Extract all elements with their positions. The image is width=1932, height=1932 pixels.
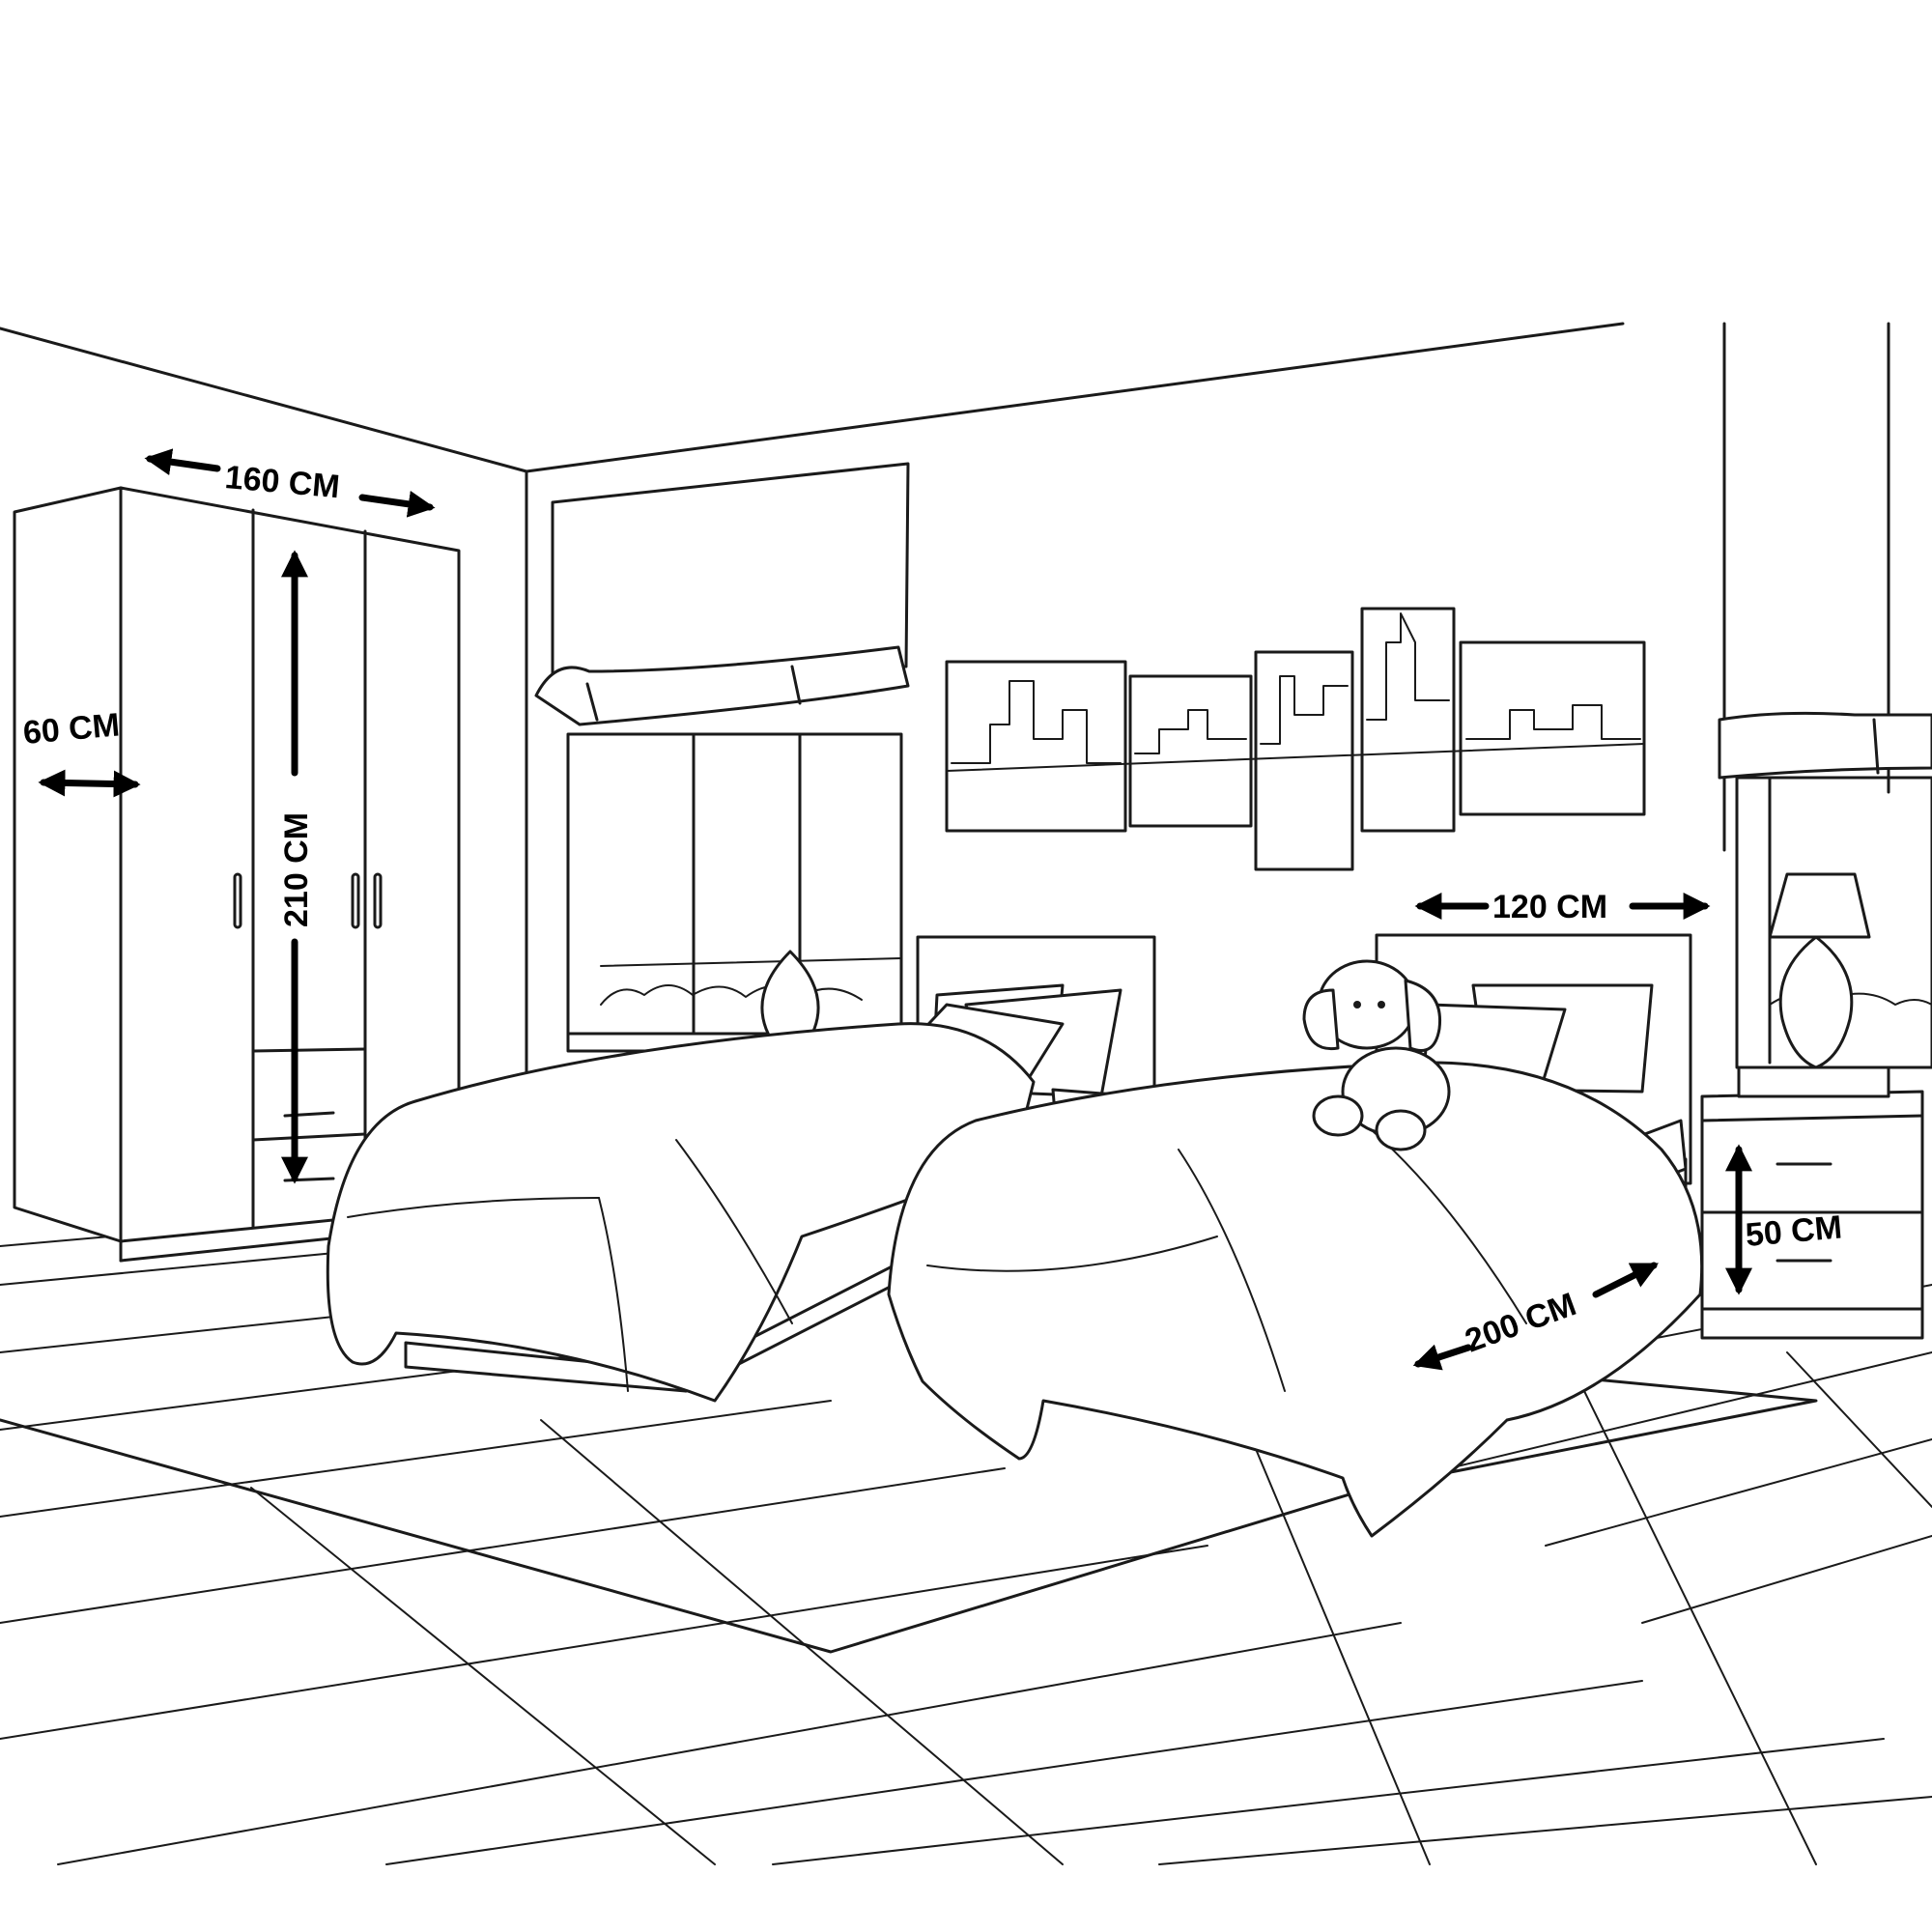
dimension-wardrobe-height: 210 CM bbox=[278, 550, 315, 1184]
rug bbox=[0, 1375, 1818, 1654]
wardrobe-handle-mid bbox=[351, 872, 360, 929]
right-bed bbox=[887, 933, 1704, 1538]
dim-label-bed-width: 120 CM bbox=[1492, 889, 1607, 925]
left-window bbox=[566, 732, 903, 1053]
roman-blind-right bbox=[1718, 711, 1932, 780]
dimension-bed-width: 120 CM bbox=[1414, 889, 1711, 925]
dim-label-wardrobe-depth: 60 CM bbox=[21, 706, 121, 752]
dimension-wardrobe-depth: 60 CM bbox=[21, 706, 141, 798]
landscape-trees bbox=[600, 984, 863, 1006]
right-nightstand bbox=[1700, 1065, 1924, 1340]
plush-toy bbox=[1302, 959, 1451, 1151]
wall-art-panels bbox=[945, 607, 1646, 871]
wardrobe-handle-right bbox=[373, 872, 383, 929]
wardrobe-handle-left bbox=[233, 872, 242, 929]
wood-floor bbox=[0, 1216, 1932, 1865]
dim-label-nightstand-height: 50 CM bbox=[1744, 1208, 1843, 1254]
dim-label-wardrobe-height: 210 CM bbox=[278, 812, 315, 927]
dimension-nightstand-height: 50 CM bbox=[1725, 1144, 1843, 1295]
roman-blind-left bbox=[534, 462, 910, 726]
dim-label-wardrobe-width: 160 CM bbox=[223, 459, 341, 505]
right-lamp bbox=[1768, 872, 1871, 1069]
